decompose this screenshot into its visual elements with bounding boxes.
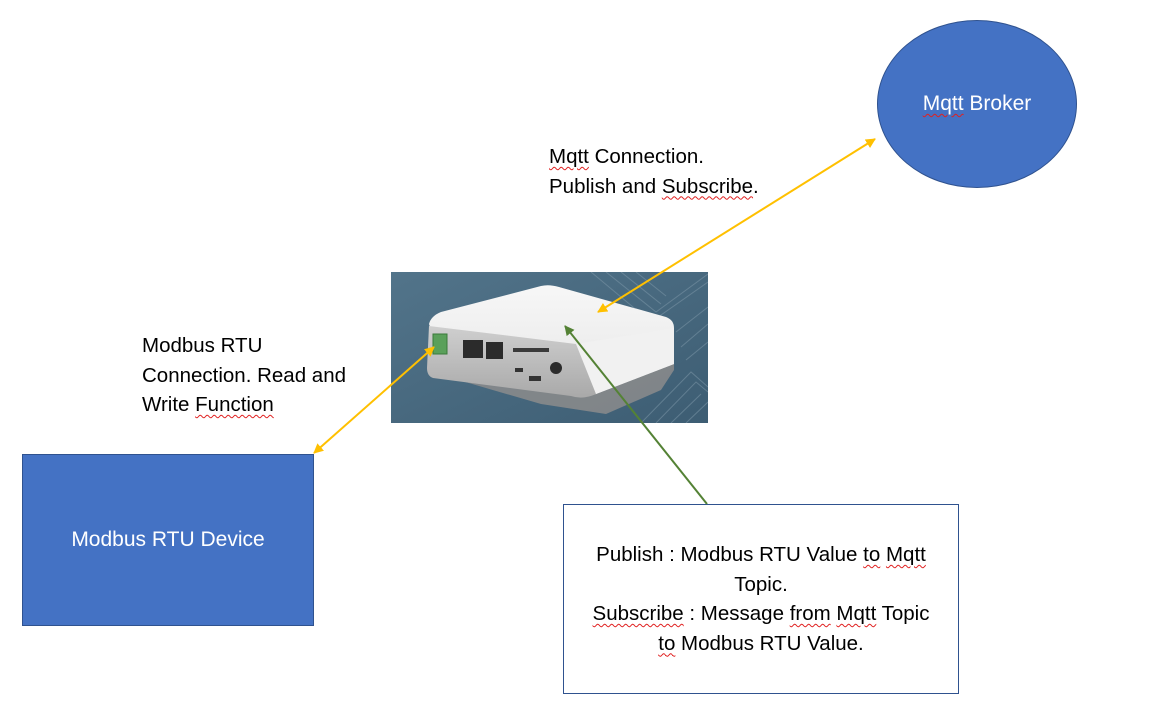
modbus-rtu-device-label: Modbus RTU Device (71, 528, 265, 551)
gateway-device-image (391, 272, 708, 423)
usb-port (515, 368, 523, 372)
publish-subscribe-info-box: Publish : Modbus RTU Value to Mqtt Topic… (563, 504, 959, 694)
modbus-rtu-device-node: Modbus RTU Device (22, 454, 314, 626)
modbus-connection-label: Modbus RTU Connection. Read and Write Fu… (142, 331, 346, 420)
info-box-text: Publish : Modbus RTU Value to Mqtt Topic… (592, 543, 930, 655)
terminal-block (432, 333, 448, 355)
ethernet-port-2 (486, 342, 503, 359)
power-jack (550, 362, 562, 374)
modbus-connection-line2: Connection. Read and (142, 363, 347, 387)
modbus-connection-line3: Write Function (142, 393, 274, 416)
mqtt-connection-line1: Mqtt Connection. (549, 145, 704, 168)
mqtt-connection-line2: Publish and Subscribe. (549, 174, 759, 198)
usb-port-2 (529, 376, 541, 381)
gateway-device-illustration (391, 272, 708, 423)
modbus-connection-line1: Modbus RTU (142, 334, 263, 357)
mqtt-connection-label: Mqtt Connection. Publish and Subscribe. (549, 142, 759, 201)
sd-slot (513, 348, 549, 352)
ethernet-port-1 (463, 340, 483, 358)
mqtt-broker-label: Mqtt Broker (922, 92, 1032, 115)
mqtt-broker-node: Mqtt Broker (877, 20, 1077, 188)
